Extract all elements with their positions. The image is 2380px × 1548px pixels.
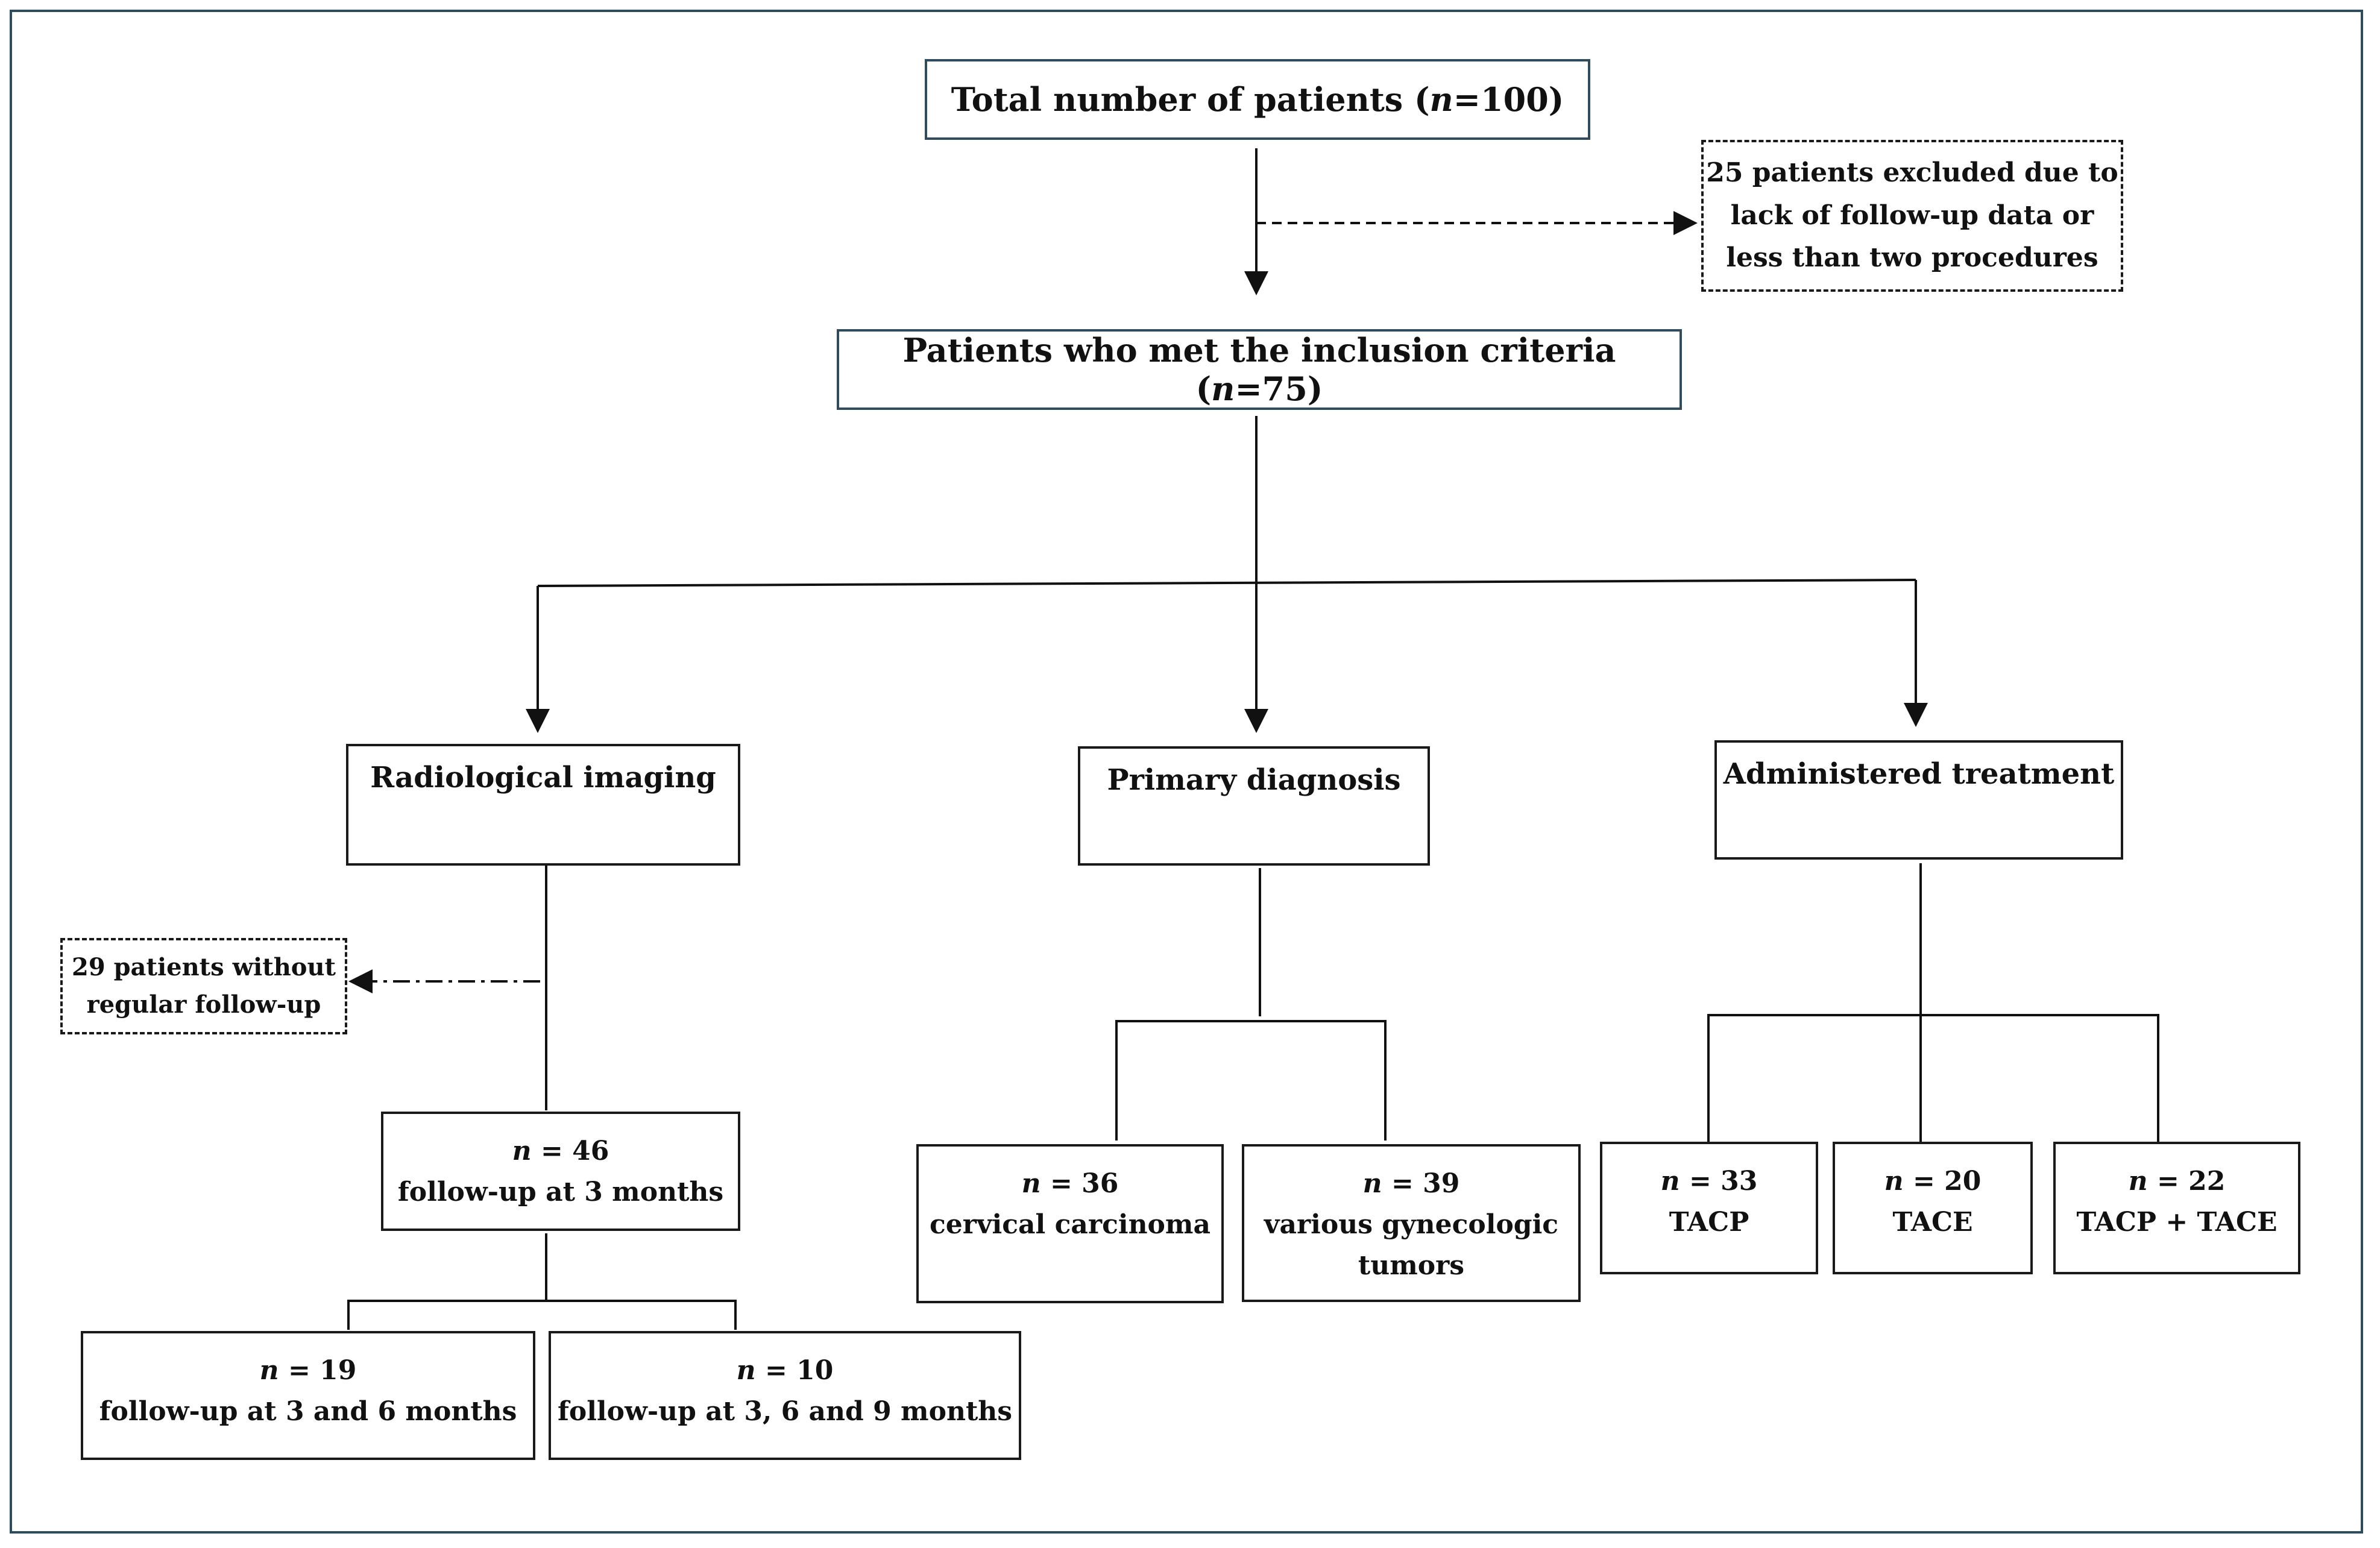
n-symbol: n	[512, 1136, 532, 1166]
n-symbol: n	[259, 1355, 279, 1386]
diagnosis-split	[1115, 1020, 1387, 1141]
n-symbol: n	[1211, 370, 1235, 408]
tace-box: n = 20 TACE	[1833, 1142, 2033, 1274]
excluded-patients-box: 25 patients excluded due to lack of foll…	[1701, 140, 2123, 292]
m3-split	[347, 1300, 737, 1330]
followup-3-months-box: n = 46 follow-up at 3 months	[381, 1112, 740, 1231]
followup-3-6-9-months-box: n = 10 follow-up at 3, 6 and 9 months	[549, 1331, 1021, 1460]
no-followup-box: 29 patients without regular follow-up	[60, 938, 347, 1034]
treatment-split	[1707, 1014, 2159, 1143]
total-patients-box: Total number of patients (n=100)	[925, 59, 1590, 140]
administered-treatment-box: Administered treatment	[1714, 740, 2123, 860]
tacp-tace-box: n = 22 TACP + TACE	[2053, 1142, 2300, 1274]
n-symbol: n	[1660, 1166, 1680, 1197]
n-symbol: n	[2128, 1166, 2148, 1197]
branch-bar	[537, 579, 1916, 587]
followup-3-6-months-box: n = 19 follow-up at 3 and 6 months	[81, 1331, 535, 1460]
outer-frame	[10, 10, 2363, 1534]
n-symbol: n	[1021, 1168, 1041, 1199]
tacp-box: n = 33 TACP	[1600, 1142, 1818, 1274]
radiological-imaging-box: Radiological imaging	[346, 744, 740, 866]
various-gynecologic-tumors-box: n = 39 various gynecologic tumors	[1242, 1144, 1581, 1302]
included-patients-box: Patients who met the inclusion criteria …	[837, 329, 1682, 410]
n-symbol: n	[1429, 80, 1453, 119]
cervical-carcinoma-box: n = 36 cervical carcinoma	[916, 1144, 1224, 1303]
n-symbol: n	[736, 1355, 756, 1386]
primary-diagnosis-box: Primary diagnosis	[1078, 746, 1430, 866]
n-symbol: n	[1884, 1166, 1904, 1197]
n-symbol: n	[1362, 1168, 1382, 1199]
